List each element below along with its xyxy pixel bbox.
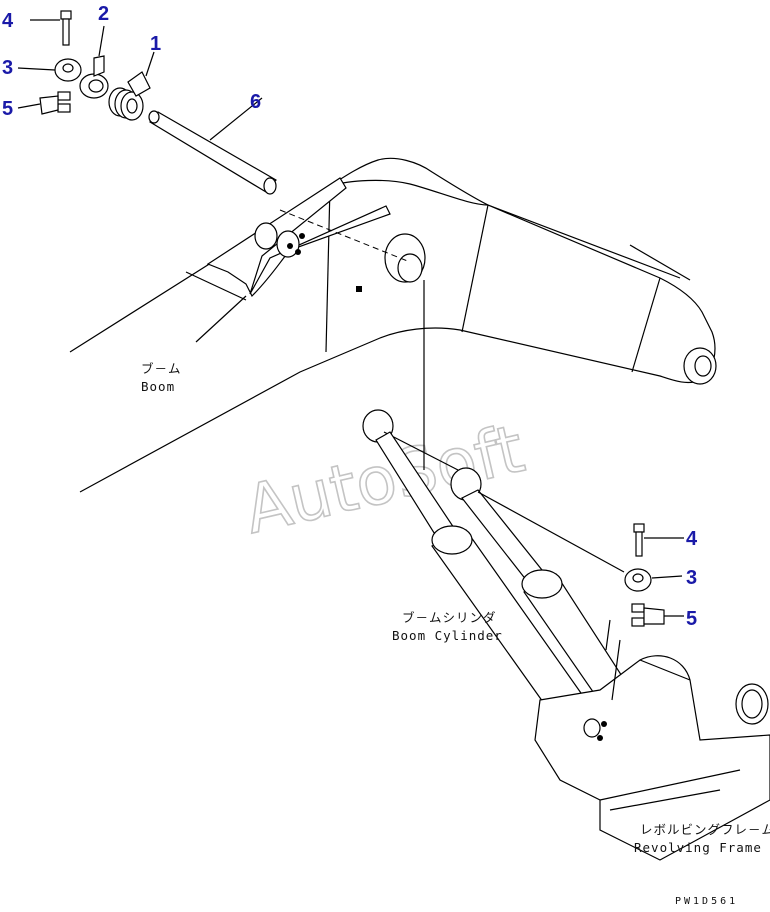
leader-1 <box>145 51 155 77</box>
frame-boss-top <box>639 655 691 681</box>
spacer-bot-bore <box>632 573 644 583</box>
bolt-shank-top <box>62 18 70 46</box>
callout-3-bot: 3 <box>686 567 697 589</box>
boom-rib <box>629 244 691 281</box>
frame-bracket-hole <box>583 718 601 738</box>
washer-bore <box>88 79 104 93</box>
frame-bolt-b <box>597 735 603 741</box>
bolt-head-bot <box>633 523 645 533</box>
callout-6: 6 <box>250 91 261 113</box>
cyl-eye-link <box>383 431 459 471</box>
spacer-bot <box>624 568 652 592</box>
spacer-top-bore <box>62 63 74 73</box>
boom-nose-edge <box>631 277 661 373</box>
frame-bolt-a <box>601 721 607 727</box>
boom-bracket-line <box>185 271 247 301</box>
boom-nose-boss <box>683 347 717 385</box>
bolt-head-top <box>60 10 72 20</box>
bracket-bolt-c <box>295 249 301 255</box>
nut-bot-a <box>631 603 645 613</box>
leader-5-bot-flag <box>643 607 665 625</box>
label-cylinder-en: Boom Cylinder <box>392 628 503 643</box>
bracket-bolt-b <box>299 233 305 239</box>
washer-part-2 <box>79 73 109 99</box>
boom-cyl-bore <box>397 253 423 283</box>
bracket-hole-left <box>254 222 278 250</box>
nut-top-b <box>57 103 71 113</box>
leader-2 <box>98 25 105 57</box>
spacer-top <box>54 58 82 82</box>
label-frame-jp: レボルビングフレ－ム <box>640 822 770 837</box>
nut-bot-b <box>631 617 645 627</box>
leader-6 <box>209 97 263 141</box>
leader-3-bot <box>651 575 683 579</box>
frame-hose <box>605 619 621 701</box>
pin-axis-dashed <box>279 209 411 263</box>
boom-side-edge <box>461 204 489 333</box>
pin-body <box>149 111 277 193</box>
pin-end <box>263 177 277 195</box>
callout-4-top: 4 <box>2 10 14 32</box>
label-frame-en: Revolving Frame <box>634 840 762 855</box>
boom <box>69 157 717 493</box>
top-hardware <box>17 10 155 121</box>
boom-nose-bore <box>694 355 712 377</box>
drawing-code: PW1D561 <box>675 896 738 907</box>
shim-bore <box>126 98 138 114</box>
boom-cylinders <box>362 280 681 781</box>
frame-edge-a <box>599 769 741 801</box>
callout-5-top: 5 <box>2 98 13 120</box>
boom-top-ridge <box>329 179 489 206</box>
pin-part-6 <box>148 97 277 195</box>
leader-5-top <box>17 103 41 109</box>
revolving-frame <box>534 619 770 861</box>
leader-1-flag <box>127 71 151 97</box>
bracket-bolt-a <box>287 243 293 249</box>
boom-outline <box>69 157 716 493</box>
lower-hardware <box>624 523 684 627</box>
leader-3-top <box>17 67 56 71</box>
callout-5-bot: 5 <box>686 608 697 630</box>
pin-tip <box>148 110 160 124</box>
callout-2: 2 <box>98 3 109 25</box>
frame-edge-b <box>609 789 721 811</box>
label-boom-jp: ブ－ム <box>141 361 182 376</box>
frame-opening-inner <box>741 689 763 719</box>
leader-2-flag <box>93 55 105 77</box>
cyl-to-hardware-line <box>477 491 625 573</box>
boom-bracket <box>206 177 391 298</box>
shim-c <box>120 91 144 121</box>
nut-top-a <box>57 91 71 101</box>
callout-4-bot: 4 <box>686 528 698 550</box>
boom-plate-edge <box>325 185 331 353</box>
boom-lower-edge <box>195 295 247 343</box>
cyl-right-gland <box>521 569 563 599</box>
leader-5-top-flag <box>39 95 59 115</box>
frame-opening <box>735 683 769 725</box>
cyl-left-gland <box>431 525 473 555</box>
bolt-shank-bot <box>635 531 643 557</box>
boom-top-edge <box>487 204 681 279</box>
label-cylinder-jp: ブ－ムシリンダ <box>402 610 497 625</box>
grease-fitting-icon <box>356 286 362 292</box>
callout-1: 1 <box>150 33 161 55</box>
label-boom-en: Boom <box>141 379 175 394</box>
callout-3-top: 3 <box>2 57 13 79</box>
